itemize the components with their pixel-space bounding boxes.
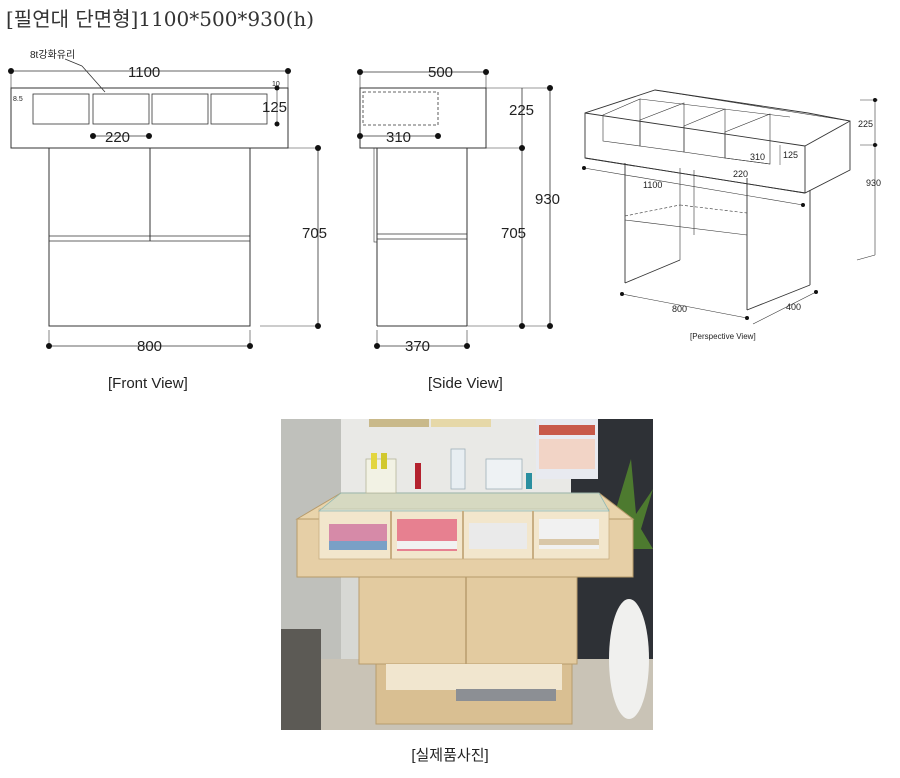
front-glass-label: 8t강화유리: [30, 49, 75, 61]
persp-dim-cell: 220: [733, 169, 748, 179]
side-dim-body-width: 370: [405, 338, 430, 355]
technical-drawings: 8t강화유리 1100 10 8.5 125 220 705 800: [8, 49, 881, 355]
side-dim-total-height: 930: [535, 191, 560, 208]
front-dim-depth: 125: [262, 99, 287, 116]
page-title: [필연대 단면형]1100*500*930(h): [6, 7, 315, 31]
persp-dim-body-width: 800: [672, 304, 687, 314]
front-view-caption: [Front View]: [108, 375, 188, 392]
persp-dim-inner: 310: [750, 152, 765, 162]
persp-dim-total-height: 930: [866, 178, 881, 188]
side-dim-top-height: 225: [509, 102, 534, 119]
persp-caption: [Perspective View]: [690, 332, 756, 341]
side-dim-body-height: 705: [501, 225, 526, 242]
side-dim-inner: 310: [386, 129, 411, 146]
side-view: [359, 71, 551, 347]
persp-dim-top-height: 225: [858, 119, 873, 129]
perspective-view: [583, 89, 878, 325]
persp-dim-depth: 125: [783, 150, 798, 160]
photo-caption: [실제품사진]: [411, 747, 489, 764]
front-dim-cell: 220: [105, 129, 130, 146]
front-top-box: [10, 87, 289, 149]
side-top-box: [359, 87, 487, 149]
side-view-caption: [Side View]: [428, 375, 503, 392]
front-view: [10, 58, 319, 347]
front-dim-side: 8.5: [13, 96, 23, 103]
front-dim-width: 1100: [128, 64, 160, 81]
persp-dim-body-depth: 400: [786, 302, 801, 312]
front-dim-body-width: 800: [137, 338, 162, 355]
side-dim-width: 500: [428, 64, 453, 81]
front-dim-body-height: 705: [302, 225, 327, 242]
product-photo: [281, 419, 653, 730]
front-dim-gap: 10: [272, 81, 280, 88]
persp-dim-width: 1100: [643, 180, 662, 190]
